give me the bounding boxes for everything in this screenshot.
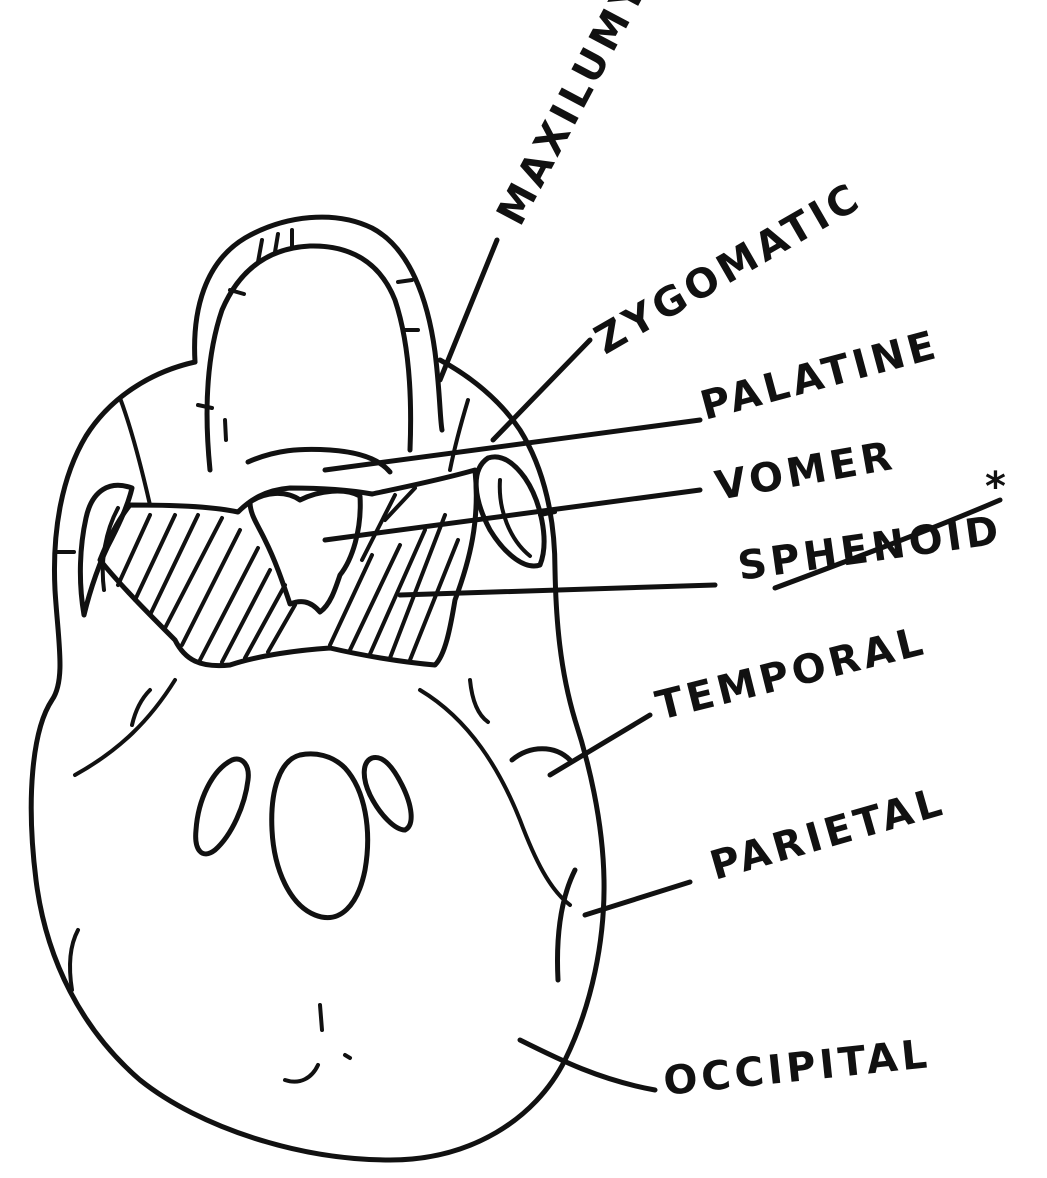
right-petrous-slot	[470, 680, 488, 722]
maxilla-arch-outer	[195, 217, 442, 430]
leader-lines	[325, 240, 715, 1090]
maxilla-arch-inner	[207, 246, 411, 470]
label-parietal: PARIETAL	[705, 779, 951, 890]
occipital-leader	[520, 1040, 655, 1090]
teeth-marks	[198, 230, 418, 440]
label-temporal: TEMPORAL	[651, 618, 931, 730]
label-vomer: VOMER	[712, 433, 899, 510]
palatine-bone	[248, 449, 390, 472]
parietal-leader	[585, 882, 690, 915]
occipital-dot-mark	[345, 1055, 350, 1058]
zygomatic-leader	[493, 340, 590, 440]
foramen-magnum	[272, 754, 368, 918]
zygomatic-line-right	[450, 400, 468, 470]
right-suture-line	[420, 690, 570, 905]
label-sphenoid: SPHENOID	[735, 507, 1005, 590]
left-occipital-condyle	[196, 759, 249, 854]
occipital-small-curve	[285, 1065, 318, 1082]
left-suture-line	[75, 680, 175, 775]
occipital-midline-mark	[320, 1005, 322, 1030]
label-sphenoid-mark: *	[985, 464, 1010, 510]
vomer-bone	[250, 491, 360, 612]
label-maxilla: MAXILUMY	[488, 0, 657, 233]
temporal-curve	[512, 749, 570, 760]
label-occipital: OCCIPITAL	[661, 1031, 933, 1105]
zygomatic-line-left	[120, 398, 150, 505]
label-zygomatic: ZYGOMATIC	[587, 174, 870, 364]
label-palatine: PALATINE	[696, 322, 944, 430]
left-lower-curve	[70, 930, 78, 990]
parietal-curve	[558, 870, 575, 980]
maxilla-leader	[440, 240, 497, 380]
right-occipital-condyle	[364, 757, 411, 830]
temporal-leader	[550, 715, 650, 775]
